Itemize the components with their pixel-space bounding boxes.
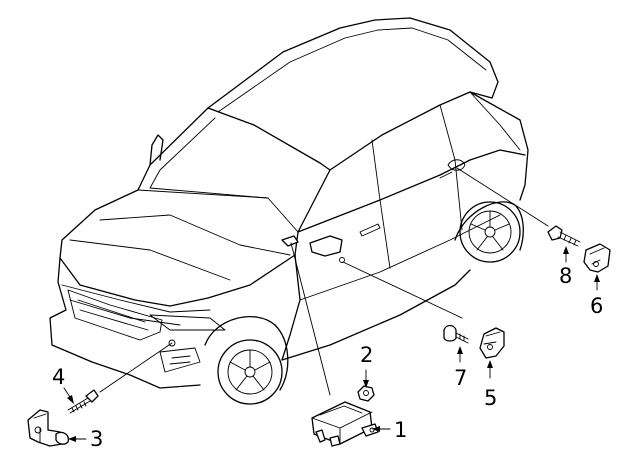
part-2-nut [357, 385, 375, 402]
part-7-screw [443, 324, 469, 344]
vehicle-drawing [49, 17, 529, 405]
callout-2: 2 [360, 343, 373, 367]
callout-6: 6 [590, 294, 603, 318]
part-6-sensor [583, 243, 611, 273]
part-1-control-module [311, 401, 379, 447]
leader-lines [99, 167, 549, 396]
callout-3: 3 [90, 427, 103, 451]
callout-arrows [63, 246, 600, 442]
callout-7: 7 [454, 366, 467, 390]
part-8-bolt [547, 225, 581, 247]
part-3-sensor [27, 409, 69, 447]
part-4-bolt [67, 389, 99, 414]
callout-8: 8 [559, 264, 572, 288]
callout-4: 4 [52, 365, 65, 389]
callout-1: 1 [394, 418, 407, 442]
callout-5: 5 [484, 386, 497, 410]
part-5-sensor [479, 327, 505, 359]
